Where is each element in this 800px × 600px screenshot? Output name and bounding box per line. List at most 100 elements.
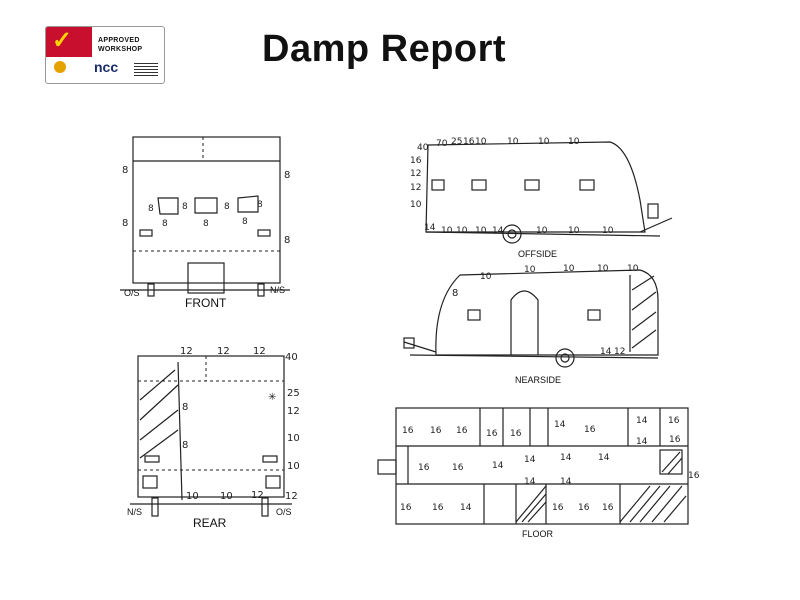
reading: 10	[597, 264, 609, 274]
reading: 16	[430, 426, 442, 436]
nearside-a-frame	[403, 341, 437, 353]
reading: 8	[122, 218, 128, 229]
reading: 16	[410, 156, 422, 166]
check-icon: ✓	[52, 27, 73, 54]
reading: 16	[552, 503, 564, 513]
reading: 16	[452, 463, 464, 473]
floor-hatched-area	[659, 449, 683, 475]
reading: 12	[410, 169, 421, 179]
damp-marker-icon: ✳	[268, 392, 276, 403]
nearside-body	[435, 269, 659, 356]
reading: 14	[424, 223, 436, 233]
reading: 14	[598, 453, 610, 463]
reading: 16	[463, 137, 475, 147]
front-wheel-left	[147, 283, 155, 297]
front-caption: FRONT	[185, 296, 227, 310]
reading: 10	[475, 226, 487, 236]
rear-caption: REAR	[193, 516, 227, 530]
reading: 10	[456, 226, 468, 236]
rear-hatching	[139, 369, 179, 459]
reading: 14	[554, 420, 566, 430]
reading: 16	[510, 429, 522, 439]
secondary-logo-icon	[134, 63, 158, 77]
reading: 16	[669, 435, 681, 445]
rear-body	[137, 355, 285, 498]
nearside-door	[510, 290, 539, 355]
rear-right-label: O/S	[276, 507, 292, 517]
front-right-label: N/S	[270, 285, 285, 295]
offside-wheel-hub	[507, 229, 517, 239]
reading: 8	[257, 200, 263, 210]
reading: 16	[432, 503, 444, 513]
offside-window	[579, 179, 595, 191]
reading: 8	[452, 288, 458, 299]
reading: 12	[217, 346, 230, 357]
rear-door-edge	[177, 361, 183, 501]
reading: 10	[287, 461, 300, 472]
reading: 16	[584, 425, 596, 435]
rear-step-left	[142, 475, 158, 489]
nearside-window	[467, 309, 481, 321]
offside-a-frame	[639, 217, 673, 233]
nearside-gas-locker	[403, 337, 415, 349]
reading: 16	[486, 429, 498, 439]
reading: 12	[410, 183, 421, 193]
reading: 40	[417, 143, 429, 153]
front-wheel-right	[257, 283, 265, 297]
reading: 10	[220, 491, 233, 502]
front-diagram: 8 8 8 8 8 8 8 8 8 8 8 O/S N/S FRONT	[120, 136, 290, 310]
rear-wheel-left	[151, 497, 159, 517]
reading: 25	[451, 137, 462, 147]
reading: 16	[688, 471, 700, 481]
approved-workshop-logo: ✓ APPROVED WORKSHOP ncc	[45, 26, 165, 84]
front-left-label: O/S	[124, 288, 140, 298]
reading: 12	[251, 490, 264, 501]
logo-red-panel	[46, 27, 92, 57]
reading: 12	[287, 406, 300, 417]
reading: 8	[224, 202, 230, 212]
nearside-window	[587, 309, 601, 321]
reading: 12	[253, 346, 266, 357]
floor-hitch	[377, 459, 397, 475]
reading: 10	[507, 137, 519, 147]
front-hitch	[187, 262, 225, 294]
offside-window	[431, 179, 445, 191]
reading: 10	[410, 200, 422, 210]
reading: 16	[456, 426, 468, 436]
reading: 70	[436, 139, 448, 149]
reading: 14	[460, 503, 472, 513]
reading: 14	[560, 477, 572, 487]
offside-diagram: 40 70 25 16 10 10 10 10 16 12 12 10 14 1…	[410, 137, 673, 259]
reading: 8	[148, 204, 154, 214]
reading: 16	[402, 426, 414, 436]
logo-line-2: WORKSHOP	[98, 46, 143, 53]
reading: 40	[285, 352, 298, 363]
floor-dividers-bottom	[407, 446, 621, 524]
reading: 14	[492, 461, 504, 471]
rear-wheel-right	[261, 497, 269, 517]
reading: 8	[203, 219, 209, 229]
floor-dividers-top	[479, 408, 661, 446]
reading: 8	[284, 170, 290, 181]
reading: 8	[242, 217, 248, 227]
rear-left-label: N/S	[127, 507, 142, 517]
reading: 10	[475, 137, 487, 147]
nearside-chassis	[409, 354, 659, 359]
nearside-wheel	[555, 348, 575, 368]
reading: 16	[668, 416, 680, 426]
reading: 14	[524, 455, 536, 465]
reading: 12	[180, 346, 193, 357]
reading: 16	[602, 503, 614, 513]
reading: 16	[418, 463, 430, 473]
page-title: Damp Report	[262, 28, 507, 70]
front-lamp-right	[257, 229, 271, 237]
reading: 10	[186, 491, 199, 502]
reading: 14	[560, 453, 572, 463]
rear-step-right	[265, 475, 281, 489]
reading: 8	[182, 440, 188, 451]
reading: 8	[182, 402, 188, 413]
offside-body	[425, 141, 646, 233]
reading: 16	[400, 503, 412, 513]
reading: 12	[614, 347, 625, 357]
nearside-diagram: 10 10 10 10 10 8 14 12 NEARSIDE	[403, 264, 659, 385]
